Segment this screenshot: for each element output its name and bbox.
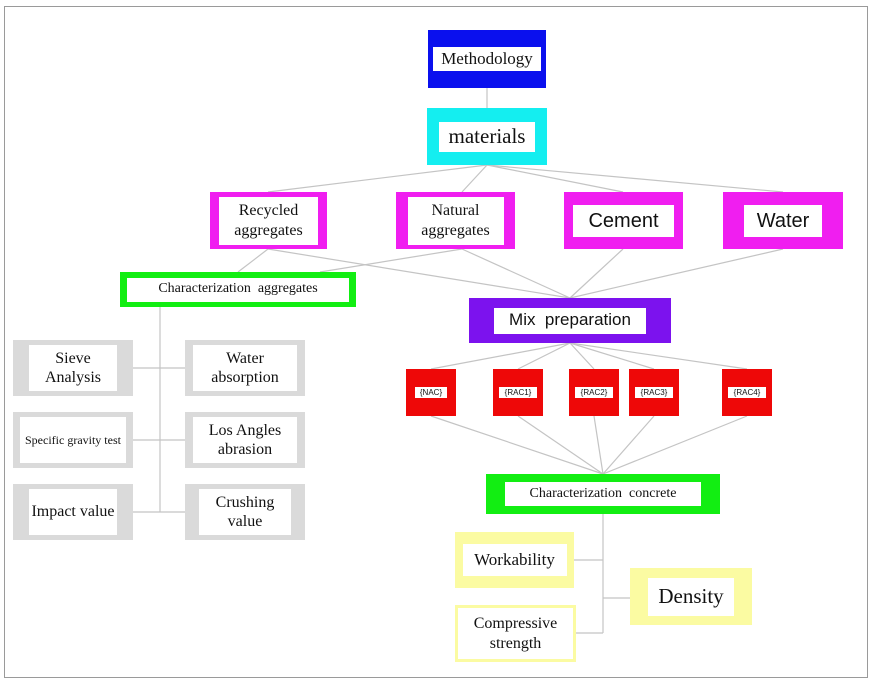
rac4-box: {RAC4} bbox=[722, 369, 772, 416]
recycled-aggregates-label: Recycled aggregates bbox=[219, 196, 318, 245]
materials-label: materials bbox=[439, 121, 535, 152]
sieve-analysis-label: Sieve Analysis bbox=[29, 345, 117, 391]
natural-aggregates-label: Natural aggregates bbox=[407, 196, 504, 245]
specific-gravity-box: Specific gravity test bbox=[13, 412, 133, 468]
water-absorption-box: Water absorption bbox=[185, 340, 305, 396]
methodology-label: Methodology bbox=[433, 47, 541, 71]
rac1-label: {RAC1} bbox=[499, 387, 537, 398]
mix-preparation-box: Mix preparation bbox=[469, 298, 671, 343]
methodology-box: Methodology bbox=[428, 30, 546, 88]
compressive-strength-box: Compressive strength bbox=[455, 605, 576, 662]
cement-box: Cement bbox=[564, 192, 683, 249]
specific-gravity-label: Specific gravity test bbox=[20, 417, 126, 463]
workability-label: Workability bbox=[462, 544, 567, 576]
crushing-value-box: Crushing value bbox=[185, 484, 305, 540]
characterization-aggregates-label: Characterization aggregates bbox=[127, 277, 349, 302]
rac3-box: {RAC3} bbox=[629, 369, 679, 416]
impact-value-label: Impact value bbox=[29, 489, 117, 535]
cement-label: Cement bbox=[573, 204, 674, 237]
crushing-value-label: Crushing value bbox=[199, 489, 291, 535]
compressive-strength-label: Compressive strength bbox=[458, 608, 573, 659]
water-absorption-label: Water absorption bbox=[193, 345, 297, 391]
los-angles-abrasion-label: Los Angles abrasion bbox=[193, 417, 297, 463]
rac2-label: {RAC2} bbox=[575, 387, 613, 398]
nac-box: {NAC} bbox=[406, 369, 456, 416]
rac3-label: {RAC3} bbox=[635, 387, 673, 398]
materials-box: materials bbox=[427, 108, 547, 165]
characterization-concrete-box: Characterization concrete bbox=[486, 474, 720, 514]
workability-box: Workability bbox=[455, 532, 574, 588]
rac2-box: {RAC2} bbox=[569, 369, 619, 416]
mix-preparation-label: Mix preparation bbox=[494, 307, 646, 334]
water-box: Water bbox=[723, 192, 843, 249]
impact-value-box: Impact value bbox=[13, 484, 133, 540]
characterization-concrete-label: Characterization concrete bbox=[505, 482, 701, 506]
recycled-aggregates-box: Recycled aggregates bbox=[210, 192, 327, 249]
characterization-aggregates-box: Characterization aggregates bbox=[120, 272, 356, 307]
natural-aggregates-box: Natural aggregates bbox=[396, 192, 515, 249]
nac-label: {NAC} bbox=[415, 387, 447, 398]
water-label: Water bbox=[744, 204, 822, 237]
rac1-box: {RAC1} bbox=[493, 369, 543, 416]
density-box: Density bbox=[630, 568, 752, 625]
sieve-analysis-box: Sieve Analysis bbox=[13, 340, 133, 396]
los-angles-abrasion-box: Los Angles abrasion bbox=[185, 412, 305, 468]
rac4-label: {RAC4} bbox=[728, 387, 766, 398]
density-label: Density bbox=[648, 577, 734, 616]
